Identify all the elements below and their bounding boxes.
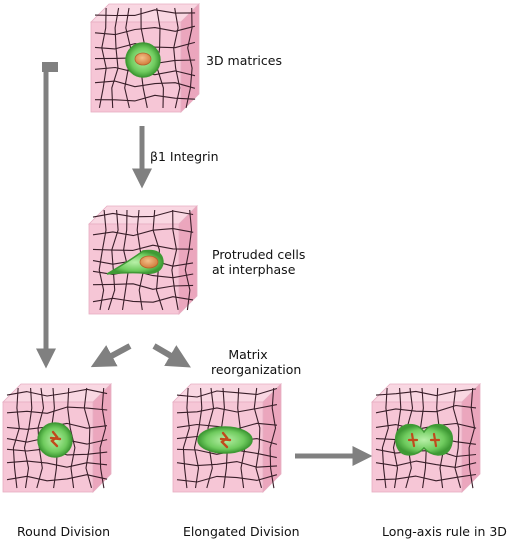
arrow-long-left: [36, 62, 58, 369]
cube-round-division: [2, 383, 112, 493]
label-round-division: Round Division: [17, 524, 111, 539]
label-3d-matrices: 3D matrices: [206, 53, 282, 68]
chromosomes-right: [429, 432, 441, 448]
nucleus: [139, 255, 159, 269]
label-reorganization: reorganization: [211, 362, 302, 377]
label-long-axis-rule: Long-axis rule in 3D: [382, 524, 507, 539]
label-elongated-division: Elongated Division: [183, 524, 300, 539]
cube-3d-matrices: [90, 3, 200, 113]
nucleus: [134, 52, 152, 66]
chromosomes: [219, 431, 232, 449]
label-at-interphase: at interphase: [212, 262, 296, 277]
chromosomes: [49, 430, 62, 448]
label-protruded-cells: Protruded cells: [212, 247, 306, 262]
arrow-to-round: [90, 343, 132, 368]
cell: [37, 422, 73, 458]
chromosomes-left: [407, 432, 419, 448]
cell: [197, 426, 253, 454]
cell: [106, 249, 164, 275]
label-matrix: Matrix: [228, 347, 268, 362]
arrow-to-elongated: [152, 343, 191, 368]
cell: [125, 42, 161, 78]
cube-long-axis-rule: [371, 383, 481, 493]
cell: [394, 423, 454, 456]
label-beta1-integrin: β1 Integrin: [150, 149, 219, 164]
cube-elongated-division: [172, 383, 282, 493]
cube-protruded-cells: [88, 205, 198, 315]
